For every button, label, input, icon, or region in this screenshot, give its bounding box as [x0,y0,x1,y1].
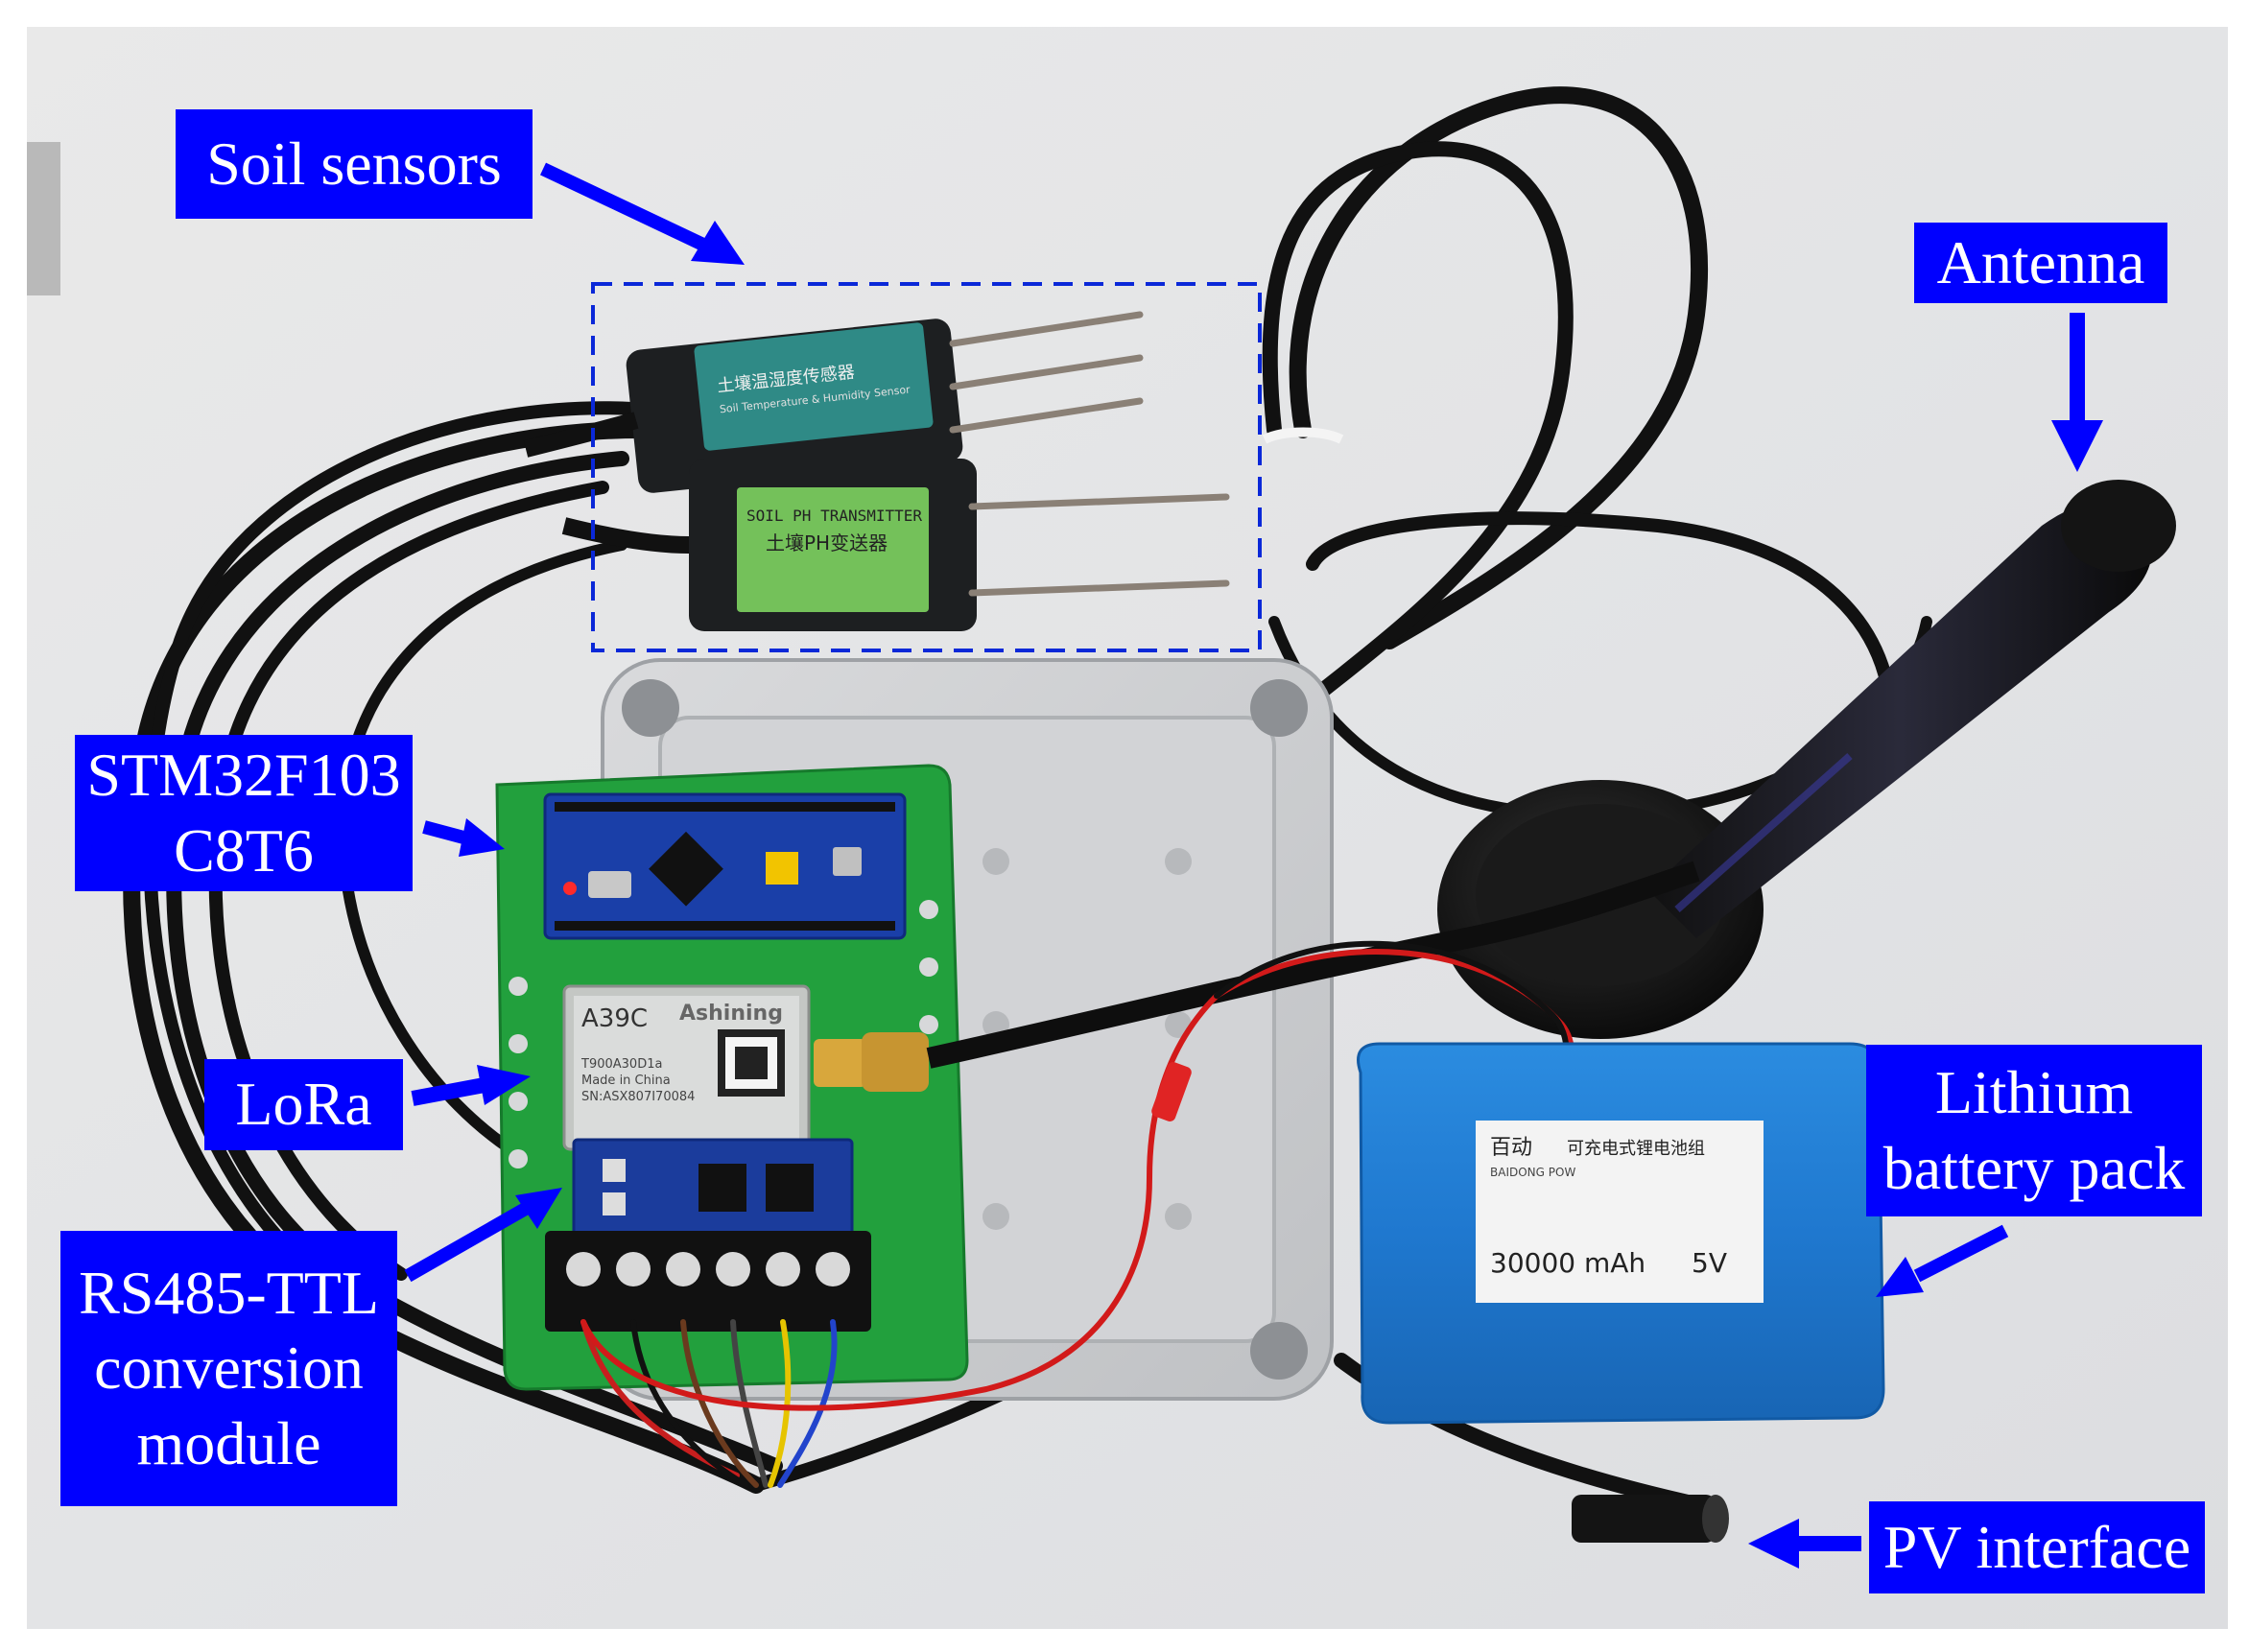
arrow-stm32 [422,818,505,857]
svg-text:土壤PH变送器: 土壤PH变送器 [766,531,888,555]
soil-sensor-humidity: 土壤温湿度传感器 Soil Temperature & Humidity Sen… [523,311,1144,493]
label-rs485: RS485-TTL conversion module [60,1231,397,1506]
svg-text:Made in China: Made in China [581,1074,671,1088]
arrow-rs485 [404,1188,562,1283]
svg-text:百动: 百动 [1490,1136,1532,1160]
label-lora: LoRa [204,1059,403,1150]
svg-text:可充电式锂电池组: 可充电式锂电池组 [1567,1139,1705,1159]
cable-tie [1262,427,1344,444]
lora-module: A39C Ashining T900A30D1a Made in China S… [562,984,811,1151]
label-battery: Lithium battery pack [1866,1045,2202,1216]
stm32-board [543,792,907,940]
arrow-battery [1876,1224,2009,1297]
svg-text:BAIDONG POW: BAIDONG POW [1490,1166,1575,1179]
arrow-pv [1748,1519,1861,1569]
svg-text:SN:ASX807I70084: SN:ASX807I70084 [581,1090,695,1104]
rs485-module [572,1138,854,1238]
pv-connector [1572,1495,1729,1543]
arrow-soil-sensors [540,162,745,265]
sensor-highlight-box [591,282,1262,652]
terminal-block [545,1231,871,1332]
antenna-rod [1648,502,2152,938]
svg-text:T900A30D1a: T900A30D1a [580,1057,662,1072]
label-stm32: STM32F103 C8T6 [75,735,413,891]
arrow-lora [411,1065,531,1106]
svg-text:SOIL PH TRANSMITTER: SOIL PH TRANSMITTER [746,507,922,525]
arrow-antenna [2051,313,2103,472]
label-soil-sensors: Soil sensors [176,109,533,219]
soil-sensor-ph: SOIL PH TRANSMITTER 土壤PH变送器 [561,459,1230,631]
svg-text:A39C: A39C [581,1004,648,1033]
battery-pack: 百动 可充电式锂电池组 BAIDONG POW 30000 mAh 5V [1357,1042,1885,1425]
svg-text:Ashining: Ashining [679,1002,783,1026]
photo-illustration: A39C Ashining T900A30D1a Made in China S… [27,27,2228,1629]
label-pv-interface: PV interface [1869,1501,2205,1593]
label-antenna: Antenna [1914,223,2167,303]
misc-object [27,142,60,295]
svg-text:30000 mAh: 30000 mAh [1490,1247,1645,1279]
svg-text:5V: 5V [1692,1247,1727,1279]
